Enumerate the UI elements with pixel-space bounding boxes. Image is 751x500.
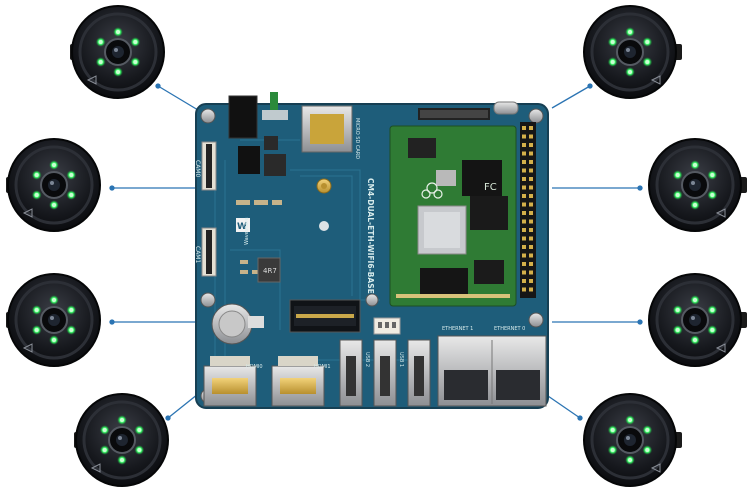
camera-bottom-right [583,393,682,487]
eth0-label: ETHERNET 0 [494,326,525,332]
camera-bottom-left [74,393,169,487]
cm4-module: FC [389,125,517,307]
usb1-label: USB 1 [398,352,404,367]
camera-modules [6,5,747,487]
camera-mid-lower-left [6,273,101,367]
waveshare-logo: W Waveshare [236,217,250,245]
dc-jack [228,95,258,139]
fc-label: FC [484,182,497,193]
carrier-board: MICRO SD CARD CAM0 CAM1 4R7 W Waveshare [194,92,549,409]
hdmi0-label: HDMI0 [246,364,263,370]
camera-mid-upper-left [6,138,101,232]
camera-top-right [583,5,682,99]
inductor [257,257,281,283]
hdmi1-port: HDMI1 [271,356,331,407]
inductor-label: 4R7 [263,267,277,275]
raspberry-pi-logo [421,182,443,199]
ethernet-ports [437,335,547,407]
brand-label: Waveshare [244,217,250,245]
camera-mid-lower-right [648,273,747,367]
hdmi1-label: HDMI1 [314,364,331,370]
coin-cell-battery [211,303,264,345]
cam0-label: CAM0 [194,160,201,177]
gpio-header [520,122,536,298]
sd-label: MICRO SD CARD [354,118,360,159]
camera-top-left [70,5,165,99]
svg-text:W: W [237,222,247,232]
connector-lines [109,83,643,421]
eth1-label: ETHERNET 1 [442,326,473,332]
board-title: CM4-DUAL-ETH-WIFI6-BASE [366,178,375,294]
cam1-label: CAM1 [194,246,201,263]
usb2-label: USB 2 [364,352,370,367]
camera-mid-upper-right [648,138,747,232]
hdmi0-port: HDMI0 [203,356,263,407]
usb-c-port [493,101,519,115]
